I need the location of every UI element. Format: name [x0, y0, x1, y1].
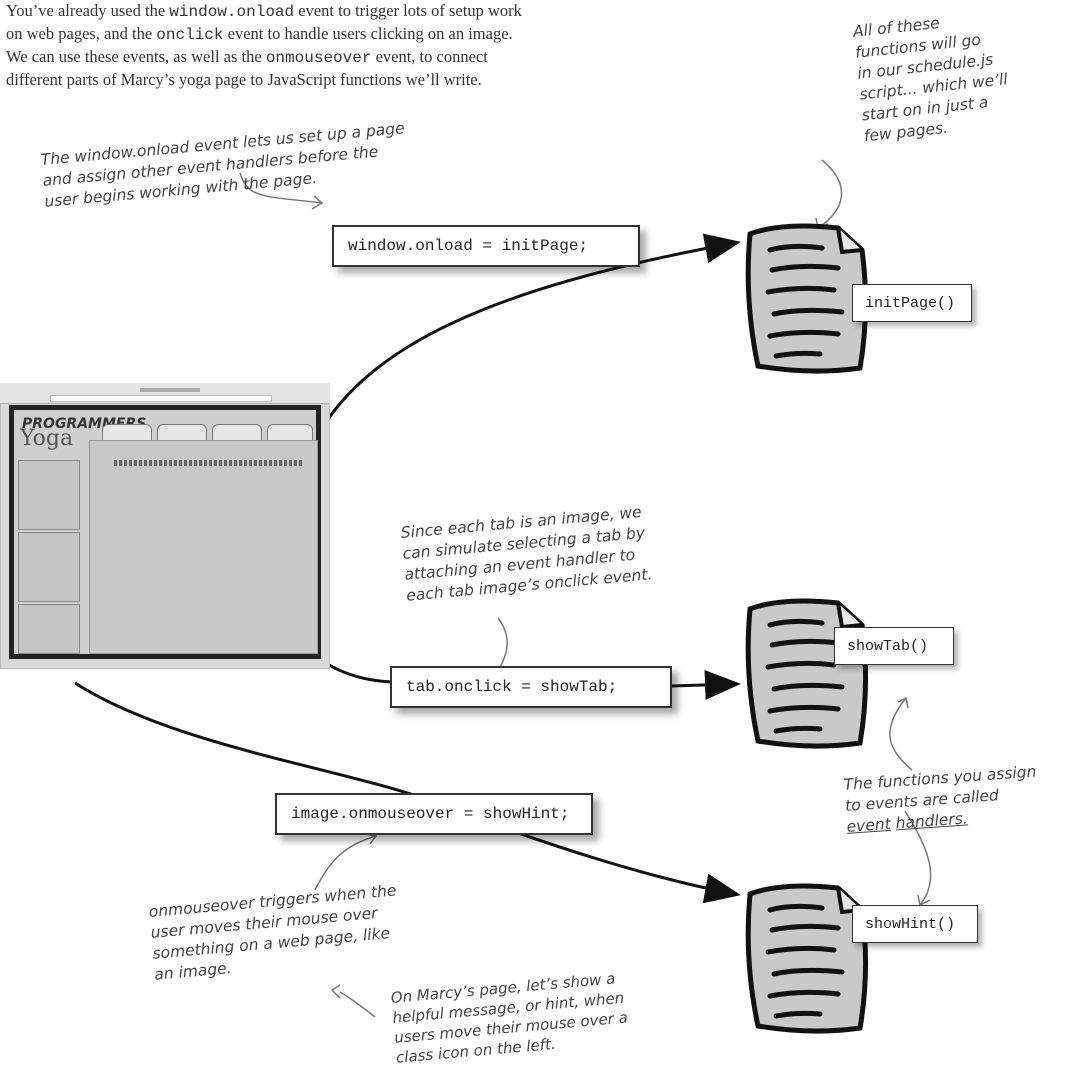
arrow-onclick: [670, 669, 741, 700]
function-showtab: showTab(): [834, 627, 954, 665]
scroll-icon: [745, 883, 869, 1034]
intro-text: We can use these events, as well as the: [6, 47, 266, 66]
note-schedule-js: All of these functions will go in our sc…: [852, 1, 1064, 147]
note-event-handlers: The functions you assign to events are c…: [843, 760, 1067, 838]
note-term-event: event: [845, 814, 892, 836]
code-window-onload: window.onload = initPage;: [332, 225, 640, 267]
code-tab-onclick: tab.onclick = showTab;: [390, 666, 672, 708]
schedule-tab: [267, 424, 313, 440]
arrow-onload: [290, 233, 741, 503]
function-showhint: showHint(): [852, 905, 978, 943]
note-onmouseover: onmouseover triggers when the user moves…: [148, 876, 454, 986]
code-image-onmouseover: image.onmouseover = showHint;: [275, 793, 593, 835]
intro-text: You’ve already used the: [6, 1, 170, 20]
document-icon-showtab: [742, 595, 892, 750]
intro-text: on web pages, and the: [6, 24, 157, 43]
tab-content: [89, 440, 318, 654]
note-tab-image: Since each tab is an image, we can simul…: [400, 498, 696, 607]
note-window-onload: The window.onload event lets us set up a…: [40, 113, 464, 212]
tab-message: [114, 460, 304, 466]
schedule-tab: [102, 424, 152, 440]
schedule-tab: [212, 424, 262, 440]
intro-code-onmouseover: onmouseover: [265, 49, 372, 67]
yoga-page-screenshot: PROGRAMMERS Yoga: [0, 383, 330, 669]
class-icon: [18, 460, 80, 530]
intro-code-window-onload: window.onload: [169, 3, 295, 21]
arrow-hint: [74, 681, 741, 904]
class-icon: [18, 604, 80, 654]
intro-code-onclick: onclick: [156, 26, 224, 44]
function-initpage: initPage(): [852, 284, 972, 322]
intro-text: different parts of Marcy’s yoga page to …: [6, 70, 482, 89]
note-term-handlers: handlers.: [894, 809, 969, 833]
scroll-icon: [745, 598, 869, 749]
yoga-page: PROGRAMMERS Yoga: [9, 405, 321, 659]
browser-title: [140, 388, 200, 392]
class-icon: [18, 532, 80, 602]
document-icon-showhint: [742, 880, 892, 1035]
intro-text: event to handle users clicking on an ima…: [223, 24, 513, 43]
browser-toolbar: [0, 383, 330, 404]
browser-address-bar: [50, 395, 272, 402]
schedule-tab: [157, 424, 207, 440]
site-logo-yoga: Yoga: [20, 426, 74, 451]
scroll-icon: [745, 223, 869, 374]
intro-text: event, to connect: [371, 47, 488, 66]
note-show-hint: On Marcy’s page, let’s show a helpful me…: [390, 962, 696, 1068]
intro-text: event to trigger lots of setup work: [294, 1, 522, 20]
document-icon-initpage: [742, 220, 892, 375]
intro-paragraph: You’ve already used the window.onload ev…: [6, 0, 686, 90]
